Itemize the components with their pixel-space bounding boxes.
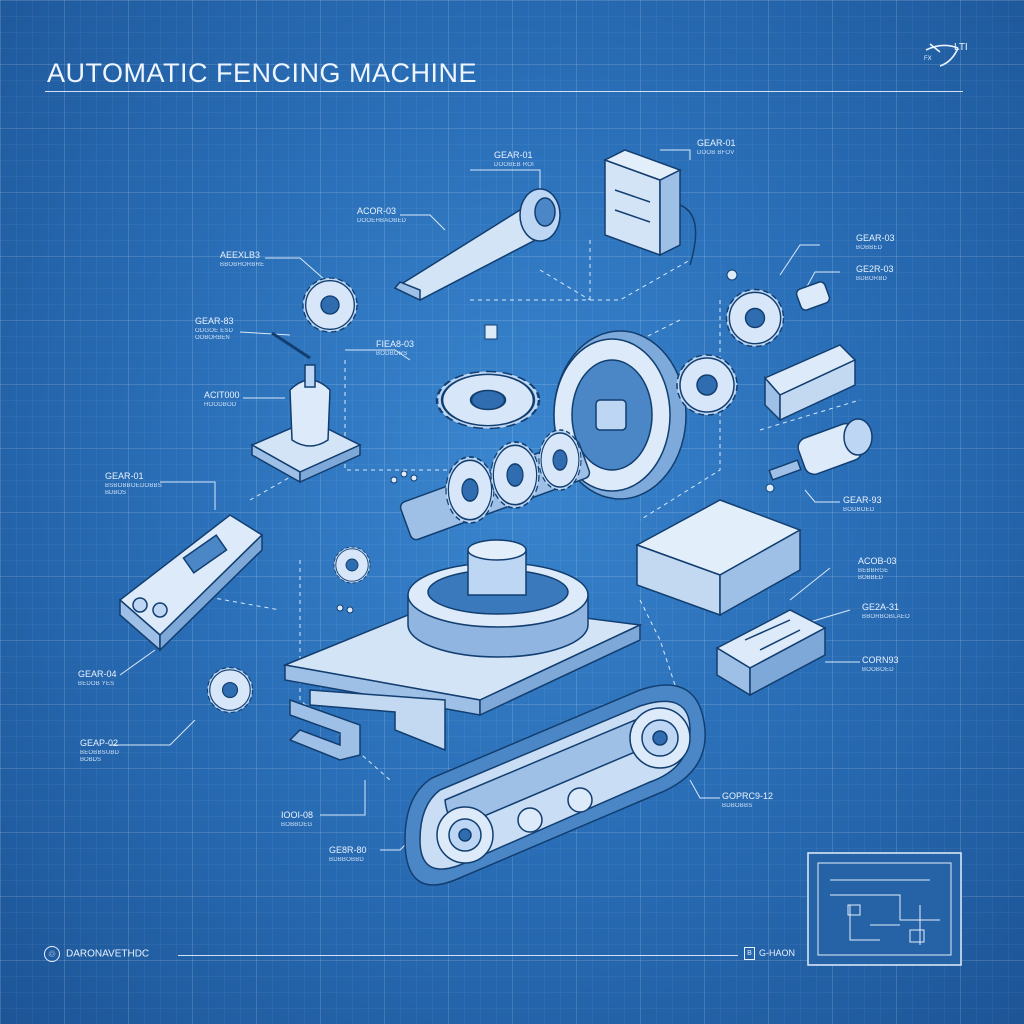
gear-top-right — [725, 288, 785, 348]
corner-text-2: FX — [924, 56, 932, 62]
footer-left-text: DARONAVETHDC — [66, 948, 150, 960]
linear-actuator-arm — [393, 188, 561, 302]
document-icon: B — [744, 947, 755, 960]
footer-left: ♲ DARONAVETHDC — [44, 946, 149, 962]
footer-rule — [178, 955, 738, 956]
control-board-box — [603, 149, 697, 266]
footer-right: B G-HAON — [744, 947, 795, 960]
corner-arrow-icon — [925, 43, 959, 67]
mini-schematic-inset — [807, 852, 962, 966]
battery-pack — [635, 499, 802, 617]
servo-motor — [768, 418, 873, 481]
corner-mark: LTI FX — [922, 40, 968, 75]
vertical-mount-post — [250, 364, 362, 484]
gear-bottom-left — [206, 666, 254, 714]
handheld-controller — [118, 514, 264, 652]
l-bracket — [288, 698, 361, 761]
small-fasteners — [271, 269, 775, 614]
turntable-ring — [407, 539, 589, 658]
large-disc-wheel — [553, 330, 687, 500]
title-underline — [45, 91, 963, 92]
leader-lines — [110, 149, 860, 851]
footer-right-text: G-HAON — [759, 947, 795, 958]
bearing-coupler — [795, 281, 831, 311]
slide-bracket — [763, 344, 857, 422]
motor-driver-module — [715, 609, 827, 697]
crawler-track — [404, 684, 706, 886]
page-title: AUTOMATIC FENCING MACHINE — [47, 58, 478, 88]
flat-gear-disc — [435, 370, 541, 430]
gear-small-left — [333, 546, 371, 584]
corner-text-1: LTI — [954, 42, 968, 53]
gear-top-left — [302, 277, 358, 333]
recycle-icon: ♲ — [44, 946, 60, 962]
gear-right-large — [676, 354, 738, 416]
central-gear-shaft — [399, 429, 591, 541]
